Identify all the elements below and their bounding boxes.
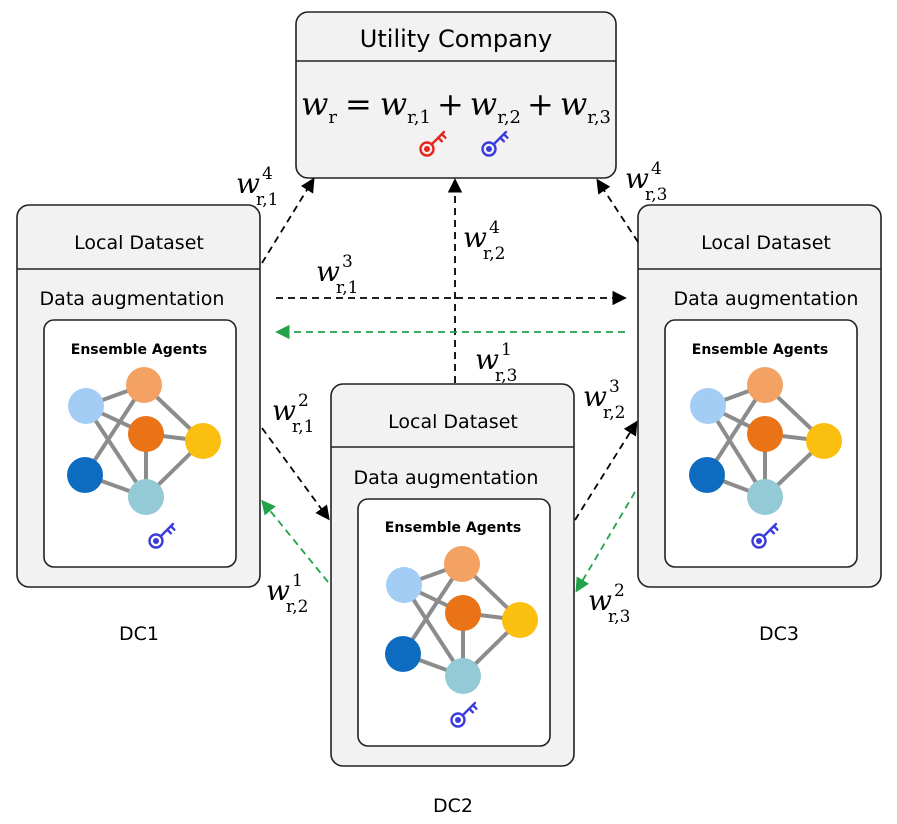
agent-node-light-blue <box>68 388 104 424</box>
dc1-augmentation-label: Data augmentation <box>40 288 225 310</box>
utility-company-title: Utility Company <box>360 25 552 53</box>
agent-node-teal <box>747 479 783 515</box>
dc1-container: Local Dataset Data augmentation Ensemble… <box>16 204 261 588</box>
dc2-label: DC2 <box>433 795 473 817</box>
dc1-dataset-header: Local Dataset <box>74 232 204 254</box>
blue-key-icon <box>481 130 509 157</box>
agent-node-yellow <box>502 602 538 638</box>
dc2-augmentation-label: Data augmentation <box>354 467 539 489</box>
arrows <box>261 177 639 593</box>
dc3-key-icon <box>751 522 779 549</box>
dc3-augmentation-label: Data augmentation <box>674 288 859 310</box>
agent-node-dark-orange <box>445 595 481 631</box>
agent-node-dark-orange <box>747 416 783 452</box>
agent-node-teal <box>128 479 164 515</box>
dc2-agent-network <box>385 546 538 694</box>
dc2-dataset-header: Local Dataset <box>388 411 518 433</box>
dc1-label: DC1 <box>119 623 159 645</box>
dc3-container: Local Dataset Data augmentation Ensemble… <box>637 204 882 588</box>
aggregation-formula: wr=wr,1+wr,2+wr,3 <box>301 85 611 128</box>
dc1-ensemble-title: Ensemble Agents <box>71 342 207 358</box>
dc1-key-icon <box>148 522 176 549</box>
arrow-dc3-to-utility <box>596 178 639 243</box>
agent-node-light-blue <box>386 567 422 603</box>
arrow-dc3-to-dc2 <box>575 491 636 593</box>
dc3-agent-network <box>689 367 842 515</box>
red-key-icon <box>419 130 447 157</box>
agent-node-light-orange <box>126 367 162 403</box>
arrow-dc1-to-utility <box>261 177 315 264</box>
dc3-ensemble-title: Ensemble Agents <box>692 342 828 358</box>
dc3-label: DC3 <box>759 623 799 645</box>
arrow-dc1-to-dc2 <box>261 427 330 521</box>
agent-node-yellow <box>185 423 221 459</box>
utility-company-box: Utility Company wr=wr,1+wr,2+wr,3 <box>295 11 617 179</box>
dc2-container: Local Dataset Data augmentation Ensemble… <box>330 383 575 767</box>
agent-node-teal <box>445 658 481 694</box>
agent-node-dark-orange <box>128 416 164 452</box>
agent-node-dark-blue <box>67 457 103 493</box>
agent-node-light-orange <box>444 546 480 582</box>
dc2-ensemble-title: Ensemble Agents <box>385 520 521 536</box>
dc3-dataset-header: Local Dataset <box>701 232 831 254</box>
arrow-dc2-to-dc1 <box>261 499 329 583</box>
agent-node-dark-blue <box>385 636 421 672</box>
dc1-agent-network <box>67 367 221 515</box>
agent-node-light-orange <box>747 367 783 403</box>
dc2-key-icon <box>450 701 478 728</box>
agent-node-dark-blue <box>689 457 725 493</box>
agent-node-light-blue <box>690 388 726 424</box>
agent-node-yellow <box>806 423 842 459</box>
